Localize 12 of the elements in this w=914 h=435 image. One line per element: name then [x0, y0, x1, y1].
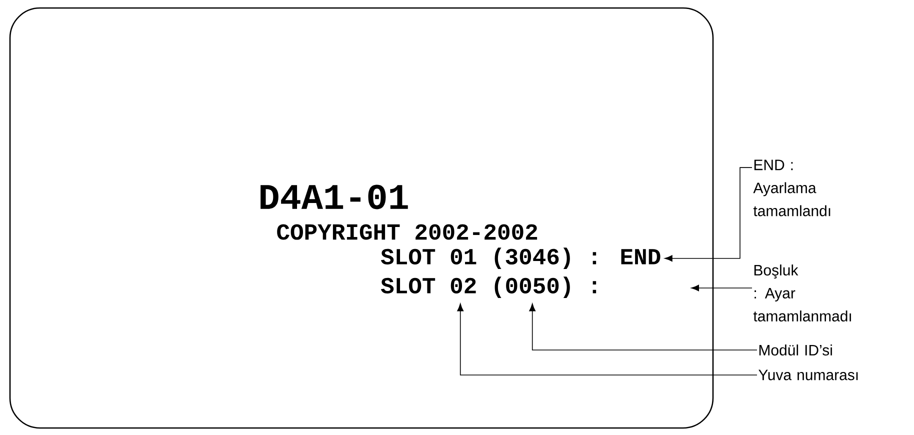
- copyright-text: COPYRIGHT 2002-2002: [277, 224, 538, 240]
- leader-line: [664, 167, 752, 262]
- annotation-text: Yuva numarası: [758, 370, 858, 380]
- screen-text: SLOT 01 (3046) : END: [380, 248, 660, 270]
- annotation-text: Boşluk : Ayar tamamlanmadı: [753, 264, 851, 322]
- screen-text: SLOT 02 (0050) :: [380, 276, 596, 298]
- display-title: D4A1-01: [260, 184, 408, 210]
- leader-line: [529, 303, 758, 350]
- annotation-text: Modül ID’si: [759, 344, 832, 356]
- leader-line: [691, 284, 752, 292]
- annotation-text: END : Ayarlama tamamlandı: [753, 160, 830, 216]
- leader-line: [457, 303, 758, 376]
